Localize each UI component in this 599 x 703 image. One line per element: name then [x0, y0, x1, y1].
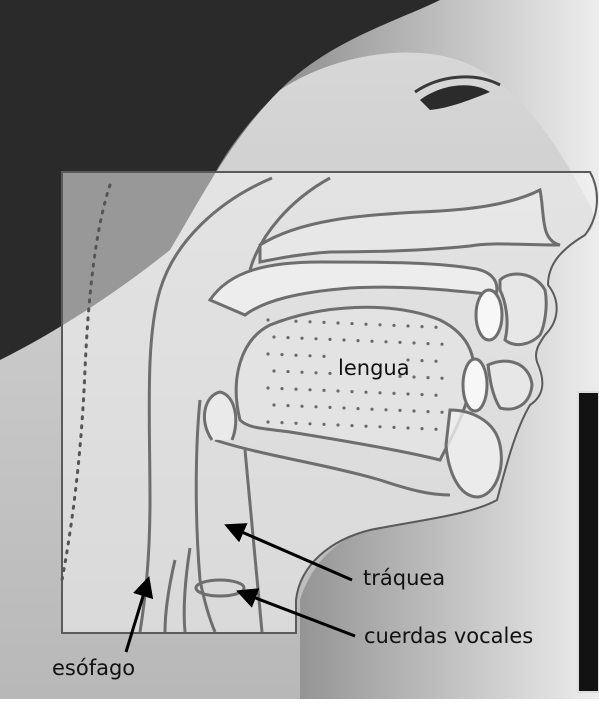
tongue-dot	[266, 420, 269, 423]
tongue-dot	[406, 324, 409, 327]
tongue-dot	[322, 389, 325, 392]
tongue-dot	[280, 387, 283, 390]
tongue-dot	[412, 341, 415, 344]
tongue-dot	[294, 354, 297, 357]
label-vocal-cords: cuerdas vocales	[364, 624, 533, 648]
tongue-dot	[272, 335, 275, 338]
tongue-dot	[294, 388, 297, 391]
tongue-dot	[328, 406, 331, 409]
tongue-dot	[392, 324, 395, 327]
upper-lip	[500, 274, 546, 345]
tongue-dot	[286, 404, 289, 407]
tongue-dot	[398, 341, 401, 344]
tongue-dot	[350, 424, 353, 427]
inset-photo	[578, 392, 599, 692]
tongue-dot	[440, 411, 443, 414]
tongue-dot	[350, 390, 353, 393]
tongue-dot	[370, 408, 373, 411]
tongue-dot	[420, 393, 423, 396]
tongue-dot	[426, 410, 429, 413]
tongue-dot	[420, 325, 423, 328]
tongue-dot	[336, 389, 339, 392]
tongue-dot	[392, 392, 395, 395]
tongue-dot	[266, 352, 269, 355]
tongue-dot	[300, 371, 303, 374]
tongue-dot	[322, 321, 325, 324]
tongue-dot	[266, 318, 269, 321]
tongue-dot	[434, 394, 437, 397]
tongue-dot	[294, 422, 297, 425]
tongue-dot	[356, 407, 359, 410]
tongue-dot	[322, 355, 325, 358]
tongue-dot	[398, 409, 401, 412]
tongue-dot	[364, 323, 367, 326]
tongue-dot	[378, 391, 381, 394]
tongue-dot	[328, 372, 331, 375]
tongue-dot	[294, 320, 297, 323]
label-esophagus: esófago	[52, 656, 135, 680]
tongue-dot	[384, 408, 387, 411]
tongue-dot	[328, 338, 331, 341]
tongue-dot	[322, 423, 325, 426]
tongue-dot	[412, 375, 415, 378]
tongue-dot	[300, 405, 303, 408]
tongue-dot	[364, 391, 367, 394]
tongue-dot	[314, 371, 317, 374]
tongue-dot	[308, 388, 311, 391]
tongue-dot	[378, 323, 381, 326]
tongue-dot	[434, 326, 437, 329]
tongue-dot	[370, 340, 373, 343]
tongue-dot	[426, 342, 429, 345]
tongue-dot	[406, 392, 409, 395]
tongue-dot	[434, 428, 437, 431]
tongue-dot	[300, 337, 303, 340]
tongue-dot	[434, 360, 437, 363]
lower-incisor	[463, 359, 487, 411]
tongue-dot	[286, 370, 289, 373]
tongue-dot	[266, 386, 269, 389]
tongue-dot	[412, 409, 415, 412]
tongue-dot	[350, 322, 353, 325]
tongue-dot	[272, 369, 275, 372]
tongue-dot	[356, 339, 359, 342]
tongue-dot	[308, 354, 311, 357]
tongue-dot	[420, 359, 423, 362]
upper-incisor	[476, 290, 502, 340]
tongue-dot	[314, 337, 317, 340]
tongue-dot	[440, 377, 443, 380]
tongue-dot	[280, 353, 283, 356]
tongue-dot	[406, 426, 409, 429]
tongue-dot	[286, 336, 289, 339]
tongue-dot	[308, 320, 311, 323]
tongue-dot	[426, 376, 429, 379]
tongue-dot	[314, 405, 317, 408]
tongue-dot	[336, 321, 339, 324]
label-tongue: lengua	[338, 356, 410, 380]
tongue-dot	[364, 425, 367, 428]
tongue-dot	[342, 406, 345, 409]
tongue-dot	[336, 423, 339, 426]
tongue-dot	[440, 343, 443, 346]
tongue-dot	[280, 421, 283, 424]
tongue-dot	[272, 403, 275, 406]
tongue-dot	[384, 340, 387, 343]
epiglottis	[204, 392, 235, 440]
tongue-dot	[342, 338, 345, 341]
tongue-dot	[280, 319, 283, 322]
tongue-dot	[378, 425, 381, 428]
tongue-dot	[392, 426, 395, 429]
label-trachea: tráquea	[363, 566, 445, 590]
tongue-dot	[420, 427, 423, 430]
tongue-dot	[308, 422, 311, 425]
